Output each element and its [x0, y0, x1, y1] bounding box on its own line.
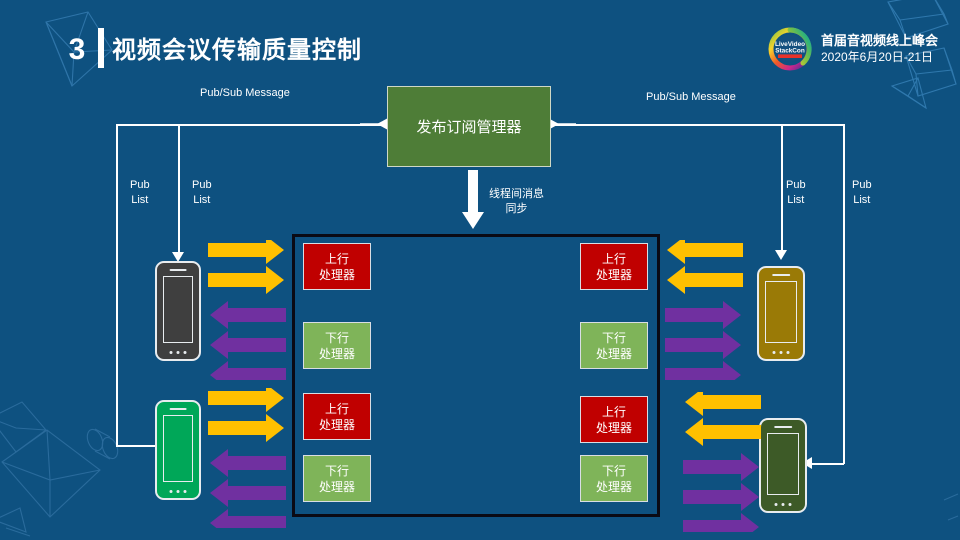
downlink-arrow-right [665, 301, 741, 380]
connector-left-inner-vertical [178, 124, 180, 252]
phone-speaker [169, 408, 187, 410]
label-pubsub-left: Pub/Sub Message [200, 87, 290, 99]
arrow-group-left-bottom [208, 388, 286, 528]
proc-line2: 处理器 [318, 479, 355, 494]
proc-line1: 上行 [601, 251, 626, 266]
proc-line2: 处理器 [595, 479, 632, 494]
brand-name: 首届音视频线上峰会 [820, 33, 938, 49]
pub-word: Pub [786, 179, 806, 191]
phone-screen [767, 433, 799, 495]
arrow-group-right-top [665, 240, 743, 380]
phone-home-dots [169, 351, 187, 354]
phone-home-dots [774, 503, 792, 506]
uplink-arrow-left [685, 392, 761, 446]
media-server-container [292, 234, 660, 517]
proc-line1: 下行 [601, 463, 626, 478]
thread-sync-line1: 线程间消息 [489, 188, 544, 200]
proc-line2: 处理器 [595, 420, 632, 435]
phone-speaker [169, 269, 187, 271]
device-phone-bottom-right[interactable] [759, 418, 807, 513]
proc-line2: 处理器 [318, 417, 355, 432]
list-word: List [193, 194, 211, 206]
connector-right-outer-vertical [843, 124, 845, 464]
phone-screen [163, 276, 193, 343]
label-thread-sync: 线程间消息 同步 [489, 187, 544, 217]
processor-left-down-2[interactable]: 下行 处理器 [303, 455, 371, 502]
proc-line2: 处理器 [318, 346, 355, 361]
connector-right-top-horizontal [549, 124, 844, 126]
downlink-arrow-right [683, 453, 759, 532]
proc-line1: 下行 [324, 330, 349, 345]
device-phone-top-left[interactable] [155, 261, 201, 361]
brand-lockup: LiveVideo StackCon 首届音视频线上峰会 2020年6月20日-… [767, 26, 938, 72]
proc-line1: 下行 [324, 463, 349, 478]
processor-right-up-2[interactable]: 上行 处理器 [580, 396, 648, 443]
arrow-group-left-top [208, 240, 286, 380]
svg-text:StackCon: StackCon [775, 48, 805, 55]
label-pubsub-right: Pub/Sub Message [646, 91, 736, 103]
pub-word: Pub [852, 179, 872, 191]
device-phone-top-right[interactable] [757, 266, 805, 361]
proc-line2: 处理器 [595, 267, 632, 282]
downlink-arrow-left [210, 301, 286, 380]
pub-word: Pub [130, 179, 150, 191]
device-phone-bottom-left[interactable] [155, 400, 201, 500]
connector-left-outer-vertical [116, 124, 118, 446]
processor-left-up-1[interactable]: 上行 处理器 [303, 243, 371, 290]
label-pub-list-3: Pub List [786, 178, 806, 208]
proc-line1: 上行 [324, 251, 349, 266]
proc-line1: 上行 [601, 404, 626, 419]
phone-screen [163, 415, 193, 482]
slide-number: 3 [68, 33, 86, 66]
list-word: List [853, 194, 871, 206]
connector-left-bottom-horizontal [116, 445, 164, 447]
uplink-arrow-right [208, 388, 284, 442]
list-word: List [131, 194, 149, 206]
proc-line2: 处理器 [318, 267, 355, 282]
arrow-group-right-bottom [683, 392, 761, 532]
processor-left-up-2[interactable]: 上行 处理器 [303, 393, 371, 440]
downlink-arrow-left [210, 449, 286, 528]
processor-right-down-2[interactable]: 下行 处理器 [580, 455, 648, 502]
uplink-arrow-right [208, 240, 284, 294]
svg-text:LiveVideo: LiveVideo [775, 41, 805, 48]
phone-home-dots [169, 490, 187, 493]
connector-right-inner-vertical [781, 124, 783, 250]
phone-home-dots [772, 351, 790, 354]
phone-speaker [774, 426, 792, 428]
proc-line2: 处理器 [595, 346, 632, 361]
uplink-arrow-left [667, 240, 743, 294]
connector-right-bottom-horizontal [800, 463, 844, 465]
brand-date: 2020年6月20日-21日 [820, 49, 934, 64]
connector-left-top-horizontal [116, 124, 388, 126]
label-pub-list-1: Pub List [130, 178, 150, 208]
pub-word: Pub [192, 179, 212, 191]
pubsub-manager-box[interactable]: 发布订阅管理器 [387, 86, 551, 167]
label-pub-list-2: Pub List [192, 178, 212, 208]
thread-sync-line2: 同步 [505, 203, 528, 215]
livevideostackcon-logo-icon: LiveVideo StackCon [767, 26, 813, 72]
title-accent-bar [98, 28, 104, 68]
processor-left-down-1[interactable]: 下行 处理器 [303, 322, 371, 369]
list-word: List [787, 194, 805, 206]
phone-speaker [772, 274, 790, 276]
proc-line1: 下行 [601, 330, 626, 345]
label-pub-list-4: Pub List [852, 178, 872, 208]
phone-screen [765, 281, 797, 343]
processor-right-down-1[interactable]: 下行 处理器 [580, 322, 648, 369]
page-title: 视频会议传输质量控制 [112, 37, 362, 64]
proc-line1: 上行 [324, 401, 349, 416]
processor-right-up-1[interactable]: 上行 处理器 [580, 243, 648, 290]
